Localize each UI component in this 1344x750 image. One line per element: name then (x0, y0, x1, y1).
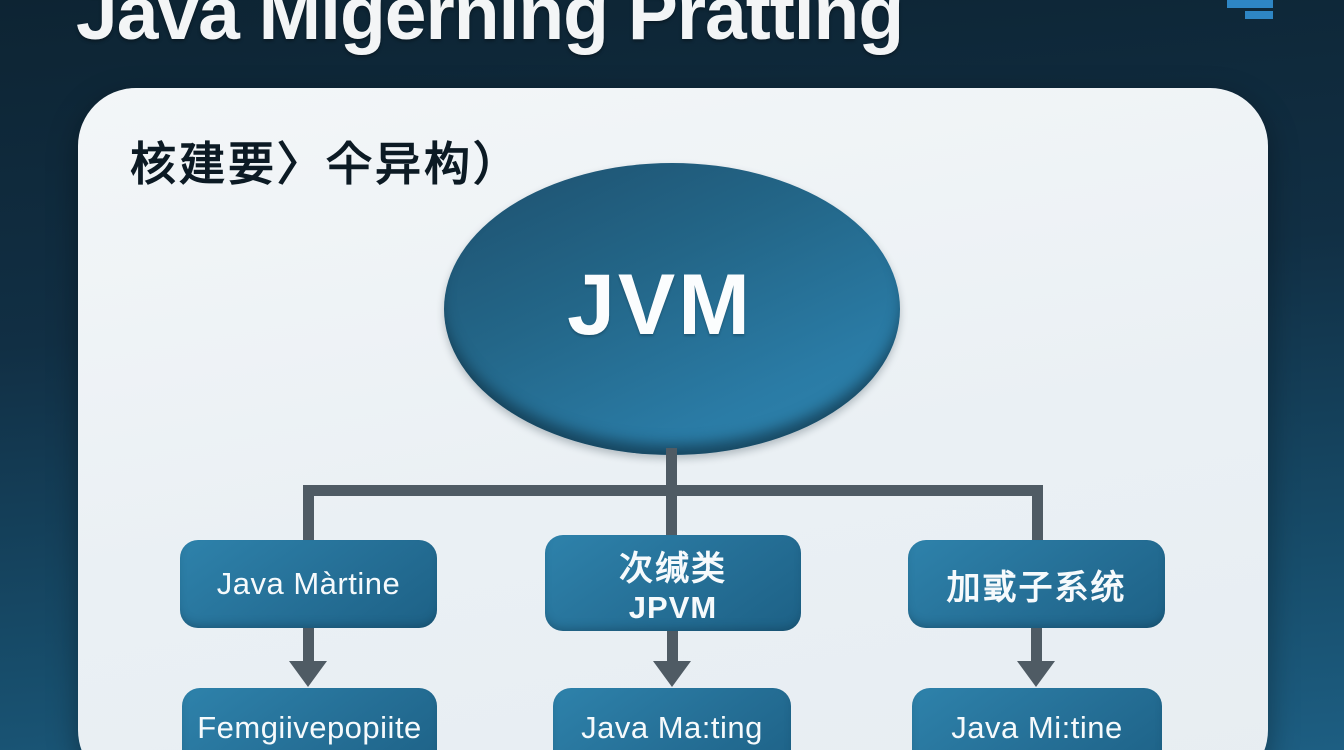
node-java-mitine: Java Mi:tine (912, 688, 1162, 750)
node-femgiivepopiite: Femgiivepopiite (182, 688, 437, 750)
arrow-right-head (1017, 661, 1055, 687)
connector-center-drop (666, 491, 677, 541)
node-java-martine: Java Màrtine (180, 540, 437, 628)
node-java-mitine-label: Java Mi:tine (951, 710, 1123, 745)
connector-right-drop (1032, 485, 1043, 545)
arrow-left-head (289, 661, 327, 687)
arrow-center-shaft (667, 631, 678, 664)
node-jpvm: 次缄类 JPVM (545, 535, 801, 631)
page-title: Java Migerning Pratting (76, 0, 904, 55)
connector-root-stem (666, 448, 677, 492)
node-java-mating: Java Ma:ting (553, 688, 791, 750)
card-heading: 核建要〉仐异构） (130, 138, 522, 190)
connector-horizontal (303, 485, 1043, 496)
arrow-left-shaft (303, 628, 314, 664)
hamburger-menu-icon[interactable] (1227, 0, 1273, 21)
node-femgiivepopiite-label: Femgiivepopiite (197, 710, 422, 745)
arrow-right-shaft (1031, 628, 1042, 664)
node-jpvm-label-line1: 次缄类 (619, 549, 727, 588)
node-java-martine-label: Java Màrtine (216, 566, 401, 601)
connector-left-drop (303, 485, 314, 545)
node-jpvm-label-line2: JPVM (628, 589, 718, 625)
node-jvm-label: JVM (567, 256, 753, 353)
arrow-center-head (653, 661, 691, 687)
node-java-mating-label: Java Ma:ting (581, 710, 763, 745)
node-jvm-root: JVM (444, 163, 900, 455)
menu-bar-bottom (1245, 11, 1273, 19)
menu-bar-top (1227, 0, 1273, 8)
node-load-subsystem-label: 加戜子系统 (946, 568, 1127, 607)
node-load-subsystem: 加戜子系统 (908, 540, 1165, 628)
